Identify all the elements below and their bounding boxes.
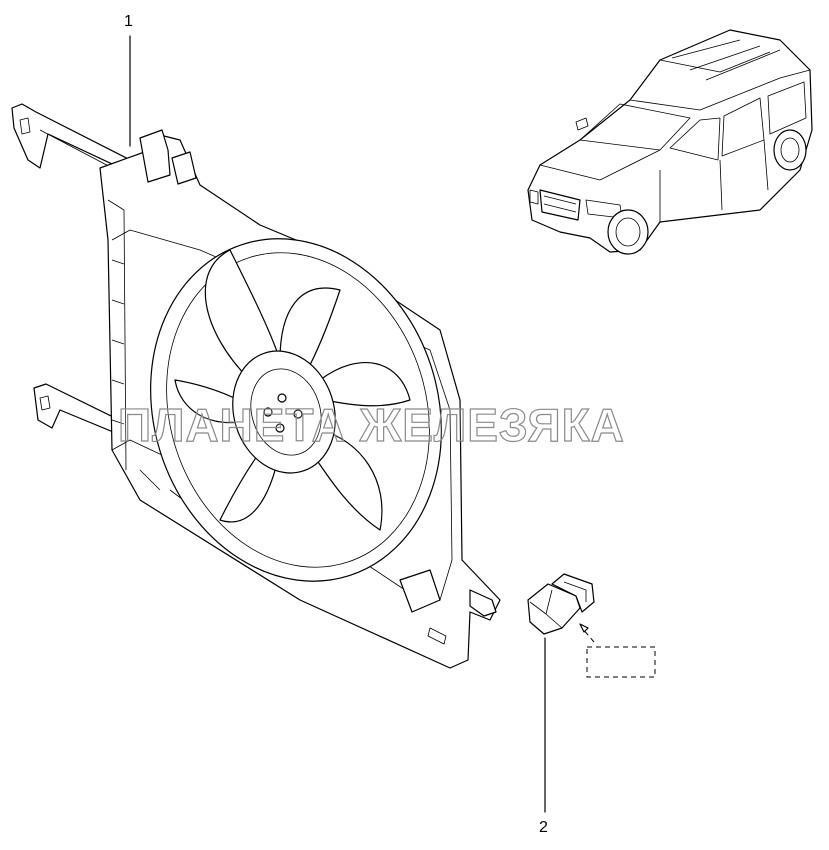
minivan-car-icon	[527, 29, 813, 255]
fan-resistor-icon	[527, 573, 656, 678]
radiator-fan-shroud-icon	[11, 103, 501, 669]
watermark-text: ПЛАНЕТА ЖЕЛЕЗЯКА	[117, 398, 625, 451]
callout-label-2: 2	[539, 819, 548, 836]
callout-label-1: 1	[124, 13, 133, 30]
